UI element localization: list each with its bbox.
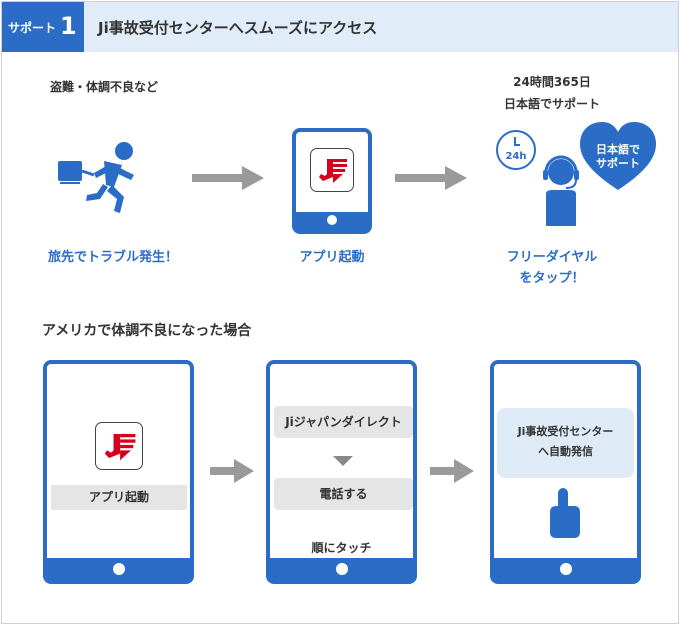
tablet-bottom-bar bbox=[296, 212, 368, 230]
trouble-caption: 旅先でトラブル発生！ bbox=[48, 250, 179, 265]
free-dial-caption-line1: フリーダイヤル bbox=[506, 250, 598, 265]
auto-dial-line1: Ji事故受付センター bbox=[517, 425, 614, 438]
tablet-bottom-bar bbox=[47, 558, 190, 580]
badge-number: 1 bbox=[60, 12, 77, 40]
arrow-right-icon bbox=[430, 459, 474, 483]
chevron-down-icon bbox=[333, 456, 353, 466]
running-man-icon bbox=[58, 142, 134, 213]
tablet-step2: Jiジャパンダイレクト 電話する 順にタッチ bbox=[266, 360, 417, 584]
section2-title: アメリカで体調不良になった場合 bbox=[42, 323, 252, 339]
support-hours-label: 24時間365日 bbox=[513, 75, 591, 89]
auto-dial-line2: へ自動発信 bbox=[538, 445, 593, 458]
touch-in-order-caption: 順にタッチ bbox=[311, 541, 372, 555]
japanese-support-label: 日本語でサポート bbox=[503, 97, 600, 111]
support-badge: サポート 1 bbox=[2, 2, 84, 52]
home-button[interactable] bbox=[112, 563, 125, 575]
free-dial-caption-line2: をタップ！ bbox=[519, 271, 585, 286]
pointing-hand-icon bbox=[550, 488, 580, 538]
arrow-right-icon bbox=[192, 166, 264, 190]
clock-icon: 24h bbox=[496, 130, 536, 170]
clock-label: 24h bbox=[505, 151, 527, 162]
home-button[interactable] bbox=[559, 563, 572, 575]
auto-dial-panel: Ji事故受付センター へ自動発信 bbox=[497, 408, 634, 478]
heart-line1: 日本語で bbox=[596, 143, 640, 156]
call-button[interactable]: 電話する bbox=[274, 478, 413, 510]
tablet-app-launch bbox=[292, 128, 372, 234]
home-button[interactable] bbox=[327, 215, 337, 225]
app-launch-caption: アプリ起動 bbox=[299, 250, 365, 265]
app-logo-icon[interactable] bbox=[95, 422, 143, 470]
arrow-right-icon bbox=[395, 166, 467, 190]
header-title: Ji事故受付センターへスムーズにアクセス bbox=[98, 19, 378, 37]
app-launch-button[interactable]: アプリ起動 bbox=[51, 485, 187, 510]
trouble-types-label: 盗難・体調不良など bbox=[50, 80, 159, 94]
heart-line2: サポート bbox=[596, 157, 640, 170]
app-logo-icon[interactable] bbox=[310, 148, 354, 192]
tablet-step3: Ji事故受付センター へ自動発信 bbox=[490, 360, 641, 584]
home-button[interactable] bbox=[335, 563, 348, 575]
japan-direct-button[interactable]: Jiジャパンダイレクト bbox=[274, 406, 413, 438]
arrow-right-icon bbox=[210, 459, 254, 483]
badge-label: サポート bbox=[8, 21, 57, 35]
heart-icon: 日本語で サポート bbox=[578, 120, 658, 194]
tablet-bottom-bar bbox=[494, 558, 637, 580]
tablet-step1: アプリ起動 bbox=[43, 360, 194, 584]
tablet-bottom-bar bbox=[270, 558, 413, 580]
header-bar: サポート 1 Ji事故受付センターへスムーズにアクセス bbox=[2, 2, 678, 52]
operator-icon bbox=[543, 155, 579, 226]
